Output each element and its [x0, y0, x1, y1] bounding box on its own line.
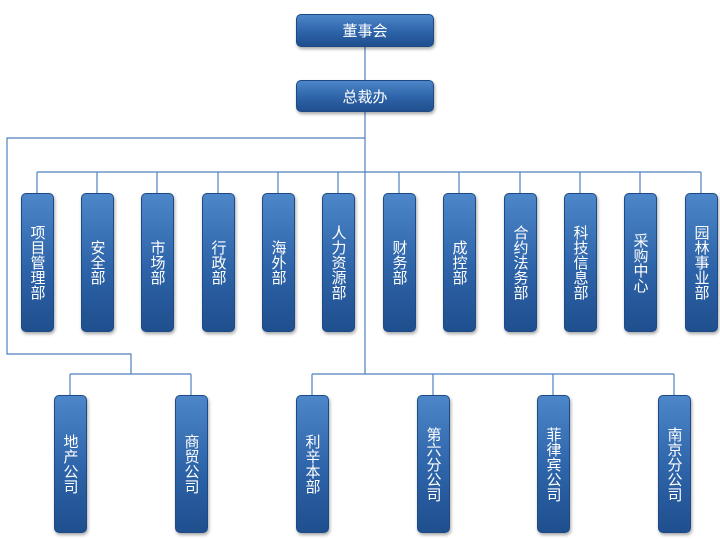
dept-node: 合约法务部 [504, 193, 537, 332]
connector [6, 137, 365, 374]
dept-node: 成控部 [443, 193, 476, 332]
branch-node: 利辛本部 [296, 395, 329, 533]
branch-node: 第六分公司 [417, 395, 450, 533]
dept-node: 安全部 [81, 193, 114, 332]
dept-node: 市场部 [141, 193, 174, 332]
dept-node: 财务部 [383, 193, 416, 332]
branch-node: 南京分公司 [658, 395, 691, 533]
ceo-office-node: 总裁办 [296, 80, 434, 112]
subsidiary-node: 地产公司 [54, 395, 87, 533]
dept-node: 采购中心 [624, 193, 657, 332]
branch-node: 菲律宾公司 [537, 395, 570, 533]
dept-node: 海外部 [262, 193, 295, 332]
board-node: 董事会 [296, 14, 434, 47]
dept-node: 人力资源部 [322, 193, 355, 332]
dept-node: 项目管理部 [21, 193, 54, 332]
dept-node: 行政部 [202, 193, 235, 332]
dept-node: 园林事业部 [685, 193, 718, 332]
subsidiary-node: 商贸公司 [175, 395, 208, 533]
dept-node: 科技信息部 [564, 193, 597, 332]
